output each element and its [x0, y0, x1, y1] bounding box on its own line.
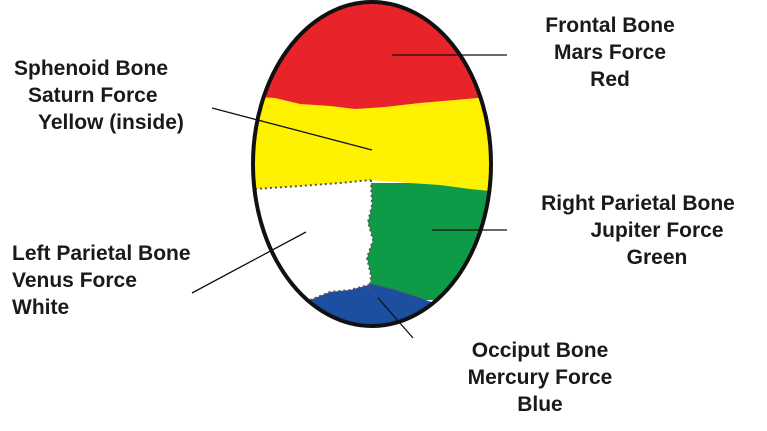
right-parietal-label-color: Green [513, 244, 763, 271]
frontal-label-bone: Frontal Bone [515, 12, 705, 39]
sphenoid-label: Sphenoid Bone Saturn Force Yellow (insid… [14, 55, 184, 136]
occiput-label-color: Blue [440, 391, 640, 418]
sphenoid-label-force: Saturn Force [14, 82, 184, 109]
left-parietal-label-bone: Left Parietal Bone [12, 240, 191, 267]
occiput-label: Occiput Bone Mercury Force Blue [440, 337, 640, 418]
sphenoid-region [240, 96, 500, 192]
occiput-label-bone: Occiput Bone [440, 337, 640, 364]
frontal-label-force: Mars Force [515, 39, 705, 66]
left-parietal-label: Left Parietal Bone Venus Force White [12, 240, 191, 321]
left-parietal-label-force: Venus Force [12, 267, 191, 294]
frontal-label-color: Red [515, 66, 705, 93]
right-parietal-label-bone: Right Parietal Bone [513, 190, 763, 217]
right-parietal-label: Right Parietal Bone Jupiter Force Green [513, 190, 763, 271]
left-parietal-label-color: White [12, 294, 191, 321]
right-parietal-region [367, 183, 500, 300]
occiput-label-force: Mercury Force [440, 364, 640, 391]
right-parietal-label-force: Jupiter Force [513, 217, 763, 244]
sphenoid-label-color: Yellow (inside) [14, 109, 184, 136]
frontal-label: Frontal Bone Mars Force Red [515, 12, 705, 93]
sphenoid-label-bone: Sphenoid Bone [14, 55, 184, 82]
